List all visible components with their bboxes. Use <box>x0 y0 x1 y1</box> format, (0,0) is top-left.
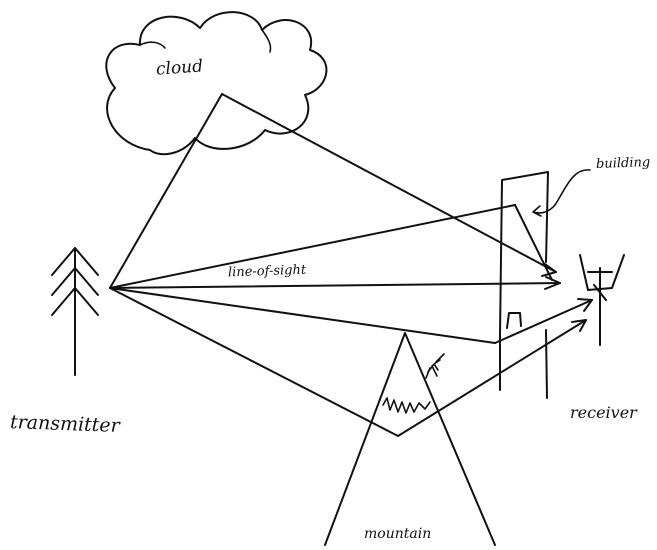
transmitter-label: transmitter <box>10 411 120 437</box>
cloud-label: cloud <box>155 56 203 79</box>
house-chimney <box>507 313 521 328</box>
building-pointer-arrow <box>533 170 590 216</box>
line-of-sight-label: line-of-sight <box>228 263 307 281</box>
signal-paths <box>110 94 592 436</box>
mountain-shape <box>325 333 495 545</box>
transmitter-antenna <box>52 248 98 375</box>
building-label: building <box>596 155 651 172</box>
hiker-figure <box>426 354 444 378</box>
mountain-label: mountain <box>364 526 431 542</box>
cloud-curl <box>262 30 271 52</box>
cloud-curl <box>140 42 165 48</box>
receiver-label: receiver <box>570 403 637 422</box>
